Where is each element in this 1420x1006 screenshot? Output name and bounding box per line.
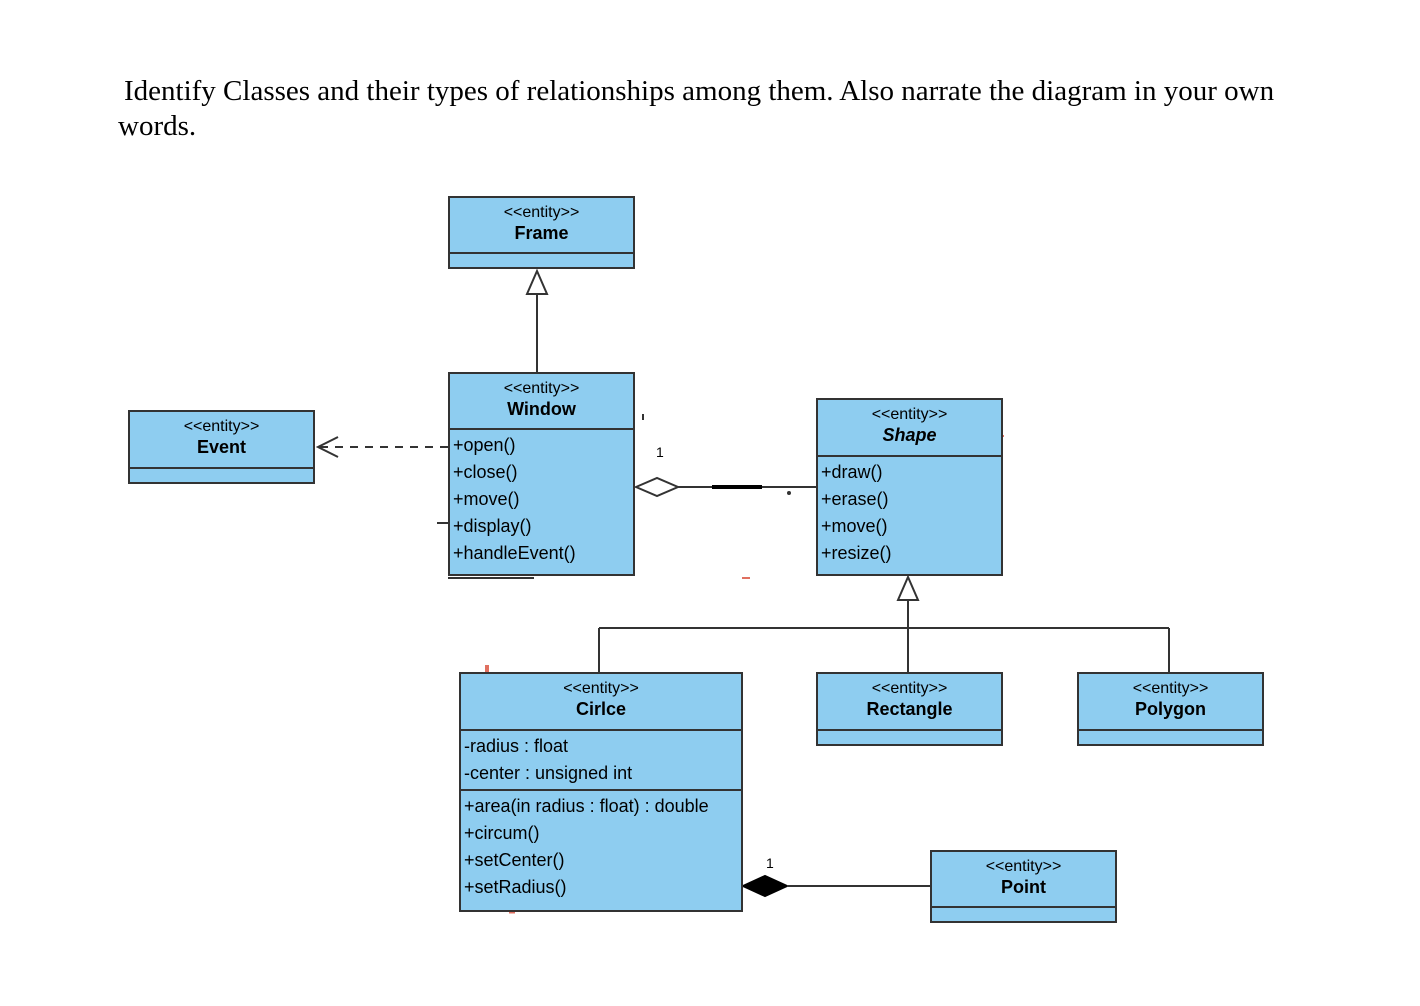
event-name: Event <box>196 437 247 457</box>
composition-diamond <box>740 874 790 898</box>
event-dependency-arrowhead <box>315 436 339 458</box>
window-operation-handleevent: +handleEvent() <box>453 543 576 563</box>
class-circle: <<entity>> Cirlce -radius : float -cente… <box>459 672 743 912</box>
circle-operation-circum: +circum() <box>464 823 540 843</box>
shape-header: <<entity>> Shape <box>818 400 1001 457</box>
circle-operation-setradius: +setRadius() <box>464 877 567 897</box>
question-text: Identify Classes and their types of rela… <box>118 75 1275 142</box>
window-operation-open: +open() <box>453 435 516 455</box>
shape-operation-resize: +resize() <box>821 543 892 563</box>
circle-name: Cirlce <box>575 699 627 719</box>
shape-inheritance-arrowhead <box>896 574 920 601</box>
multiplicity-circle-point: 1 <box>766 855 774 871</box>
shape-operation-erase: +erase() <box>821 489 889 509</box>
point-stereotype: <<entity>> <box>985 858 1062 875</box>
rectangle-name: Rectangle <box>866 699 953 719</box>
shape-operation-draw: +draw() <box>821 462 883 482</box>
shape-name: Shape <box>882 425 937 445</box>
class-point: <<entity>> Point <box>930 850 1117 923</box>
circle-attribute-radius: -radius : float <box>464 736 569 756</box>
rectangle-stereotype: <<entity>> <box>871 680 948 697</box>
polygon-stereotype: <<entity>> <box>1132 680 1209 697</box>
polygon-name: Polygon <box>1135 699 1206 719</box>
window-operation-close: +close() <box>453 462 518 482</box>
event-stereotype: <<entity>> <box>183 418 260 435</box>
class-frame: <<entity>> Frame <box>448 196 635 269</box>
stray-mark <box>787 491 791 495</box>
multiplicity-window-shape: 1 <box>656 444 664 460</box>
shape-operations: +draw() +erase() +move() +resize() <box>818 457 1001 569</box>
polygon-header: <<entity>> Polygon <box>1079 674 1262 731</box>
frame-name: Frame <box>514 223 569 243</box>
point-name: Point <box>1001 877 1046 897</box>
circle-attributes: -radius : float -center : unsigned int <box>461 731 741 791</box>
class-window: <<entity>> Window +open() +close() +move… <box>448 372 635 576</box>
shape-stereotype: <<entity>> <box>871 406 948 423</box>
window-stereotype: <<entity>> <box>503 380 580 397</box>
aggregation-diamond <box>633 476 681 498</box>
class-shape: <<entity>> Shape +draw() +erase() +move(… <box>816 398 1003 576</box>
event-header: <<entity>> Event <box>130 412 313 469</box>
window-header: <<entity>> Window <box>450 374 633 430</box>
shape-operation-move: +move() <box>821 516 888 536</box>
frame-stereotype: <<entity>> <box>503 204 580 221</box>
circle-operations: +area(in radius : float) : double +circu… <box>461 791 741 903</box>
circle-header: <<entity>> Cirlce <box>461 674 741 731</box>
window-operation-display: +display() <box>453 516 532 536</box>
class-rectangle: <<entity>> Rectangle <box>816 672 1003 746</box>
circle-operation-area: +area(in radius : float) : double <box>464 796 709 816</box>
circle-attribute-center: -center : unsigned int <box>464 763 633 783</box>
frame-inheritance-arrowhead <box>525 268 549 295</box>
window-name: Window <box>507 399 576 419</box>
circle-stereotype: <<entity>> <box>563 680 639 697</box>
point-header: <<entity>> Point <box>932 852 1115 908</box>
window-operations: +open() +close() +move() +display() +han… <box>450 430 633 569</box>
class-polygon: <<entity>> Polygon <box>1077 672 1264 746</box>
window-operation-move: +move() <box>453 489 520 509</box>
class-event: <<entity>> Event <box>128 410 315 484</box>
circle-operation-setcenter: +setCenter() <box>464 850 565 870</box>
frame-header: <<entity>> Frame <box>450 198 633 254</box>
rectangle-header: <<entity>> Rectangle <box>818 674 1001 731</box>
